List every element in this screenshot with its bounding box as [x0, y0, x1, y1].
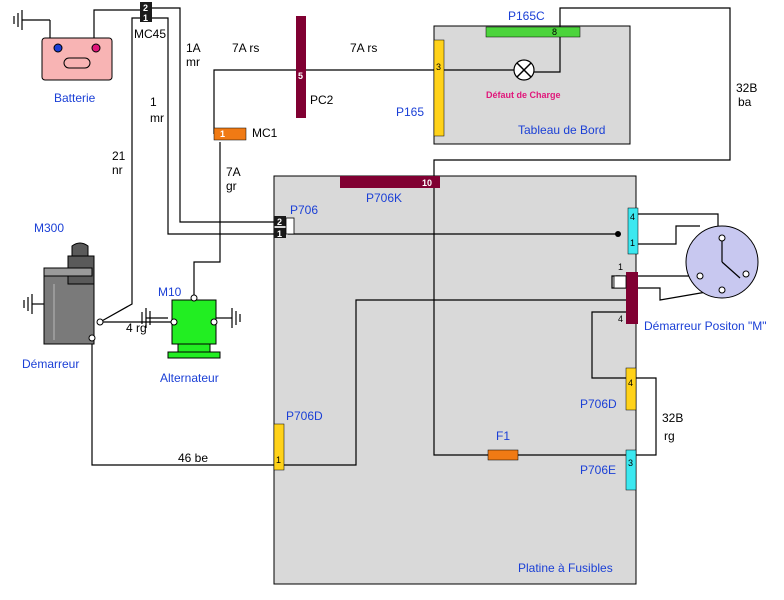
wire-1-label: 1	[150, 95, 157, 109]
p706k-connector: 10	[340, 176, 440, 188]
demarreur-position-m-label: Démarreur Positon "M"	[644, 319, 767, 333]
warning-lamp-icon	[513, 59, 535, 81]
p706d-right-pin: 4	[628, 378, 633, 388]
p706d-left-label: P706D	[286, 409, 323, 423]
wire-46be-label: 46 be	[178, 451, 208, 465]
m300-label: M300	[34, 221, 64, 235]
pc2-connector: 5	[296, 16, 306, 118]
p706k-label: P706K	[366, 191, 402, 205]
wire-32b-rg-label: 32B	[662, 411, 683, 425]
tableau-de-bord-label: Tableau de Bord	[518, 123, 605, 137]
p165c-pin: 8	[552, 27, 557, 37]
demarreur-label: Démarreur	[22, 357, 79, 371]
pc2-label: PC2	[310, 93, 334, 107]
wire-21-label: 21	[112, 149, 126, 163]
wire-21-color: nr	[112, 163, 123, 177]
switch-pin-1a: 1	[630, 238, 635, 248]
switch-pin-4b: 4	[618, 314, 623, 324]
p706-pin-2: 2	[277, 217, 282, 227]
mc45-label: MC45	[134, 27, 166, 41]
switch-pin-4a: 4	[630, 212, 635, 222]
wire-1a-color: mr	[186, 55, 200, 69]
p165-label: P165	[396, 105, 424, 119]
p165-connector: 3	[433, 39, 445, 137]
batterie-label: Batterie	[54, 91, 96, 105]
p706k-pin: 10	[422, 178, 432, 188]
mc1-connector: 1	[213, 127, 247, 141]
p706-connector: 2 1	[274, 216, 295, 239]
p706-pin-1: 1	[277, 229, 282, 239]
wire-7agr-label: 7A	[226, 165, 241, 179]
mc1-label: MC1	[252, 126, 278, 140]
p706d-left-connector: 1	[273, 423, 285, 471]
ignition-switch-icon	[685, 225, 759, 299]
p706e-label: P706E	[580, 463, 616, 477]
p706e-pin: 3	[628, 458, 633, 468]
wire-4rg-label: 4 rg	[126, 321, 147, 335]
pc2-pin: 5	[298, 71, 303, 81]
ground-symbols	[13, 10, 241, 328]
p706-label: P706	[290, 203, 318, 217]
wire-7ars-label-1: 7A rs	[232, 41, 259, 55]
wire-32b-ba-label: 32B	[736, 81, 757, 95]
m10-label: M10	[158, 285, 182, 299]
wire-7ars-label-2: 7A rs	[350, 41, 377, 55]
fuse-f1	[487, 449, 519, 461]
wire-32b-ba-color: ba	[738, 95, 752, 109]
switch-pin-1b: 1	[618, 262, 623, 272]
battery	[41, 37, 113, 81]
p706d-right-label: P706D	[580, 397, 617, 411]
p706d-left-pin: 1	[276, 455, 281, 465]
platine-a-fusibles-box	[273, 175, 637, 585]
alternateur-label: Alternateur	[160, 371, 219, 385]
platine-label: Platine à Fusibles	[518, 561, 613, 575]
switch-maroon-connector: 1 4	[613, 262, 638, 324]
p706e-connector: 3	[625, 449, 637, 491]
switch-cyan-connector: 4 1	[627, 207, 639, 255]
starter-motor-icon	[43, 242, 104, 345]
p706d-right-connector: 4	[625, 367, 637, 411]
p165-pin: 3	[436, 62, 441, 72]
p165c-label: P165C	[508, 9, 545, 23]
wire-1a-label: 1A	[186, 41, 201, 55]
mc45-pin-2: 2	[143, 3, 148, 13]
mc1-pin: 1	[220, 129, 225, 139]
mc45-pin-1: 1	[143, 13, 148, 23]
wire-32b-rg-color: rg	[664, 429, 675, 443]
f1-label: F1	[496, 429, 510, 443]
mc45-connector: 2 1	[140, 2, 152, 23]
alternator-icon	[167, 294, 221, 359]
wire-1-color: mr	[150, 111, 164, 125]
wire-7agr-color: gr	[226, 179, 237, 193]
defaut-de-charge-label: Défaut de Charge	[486, 90, 561, 100]
tableau-de-bord-box	[433, 25, 631, 145]
p165c-connector: 8	[485, 26, 581, 38]
